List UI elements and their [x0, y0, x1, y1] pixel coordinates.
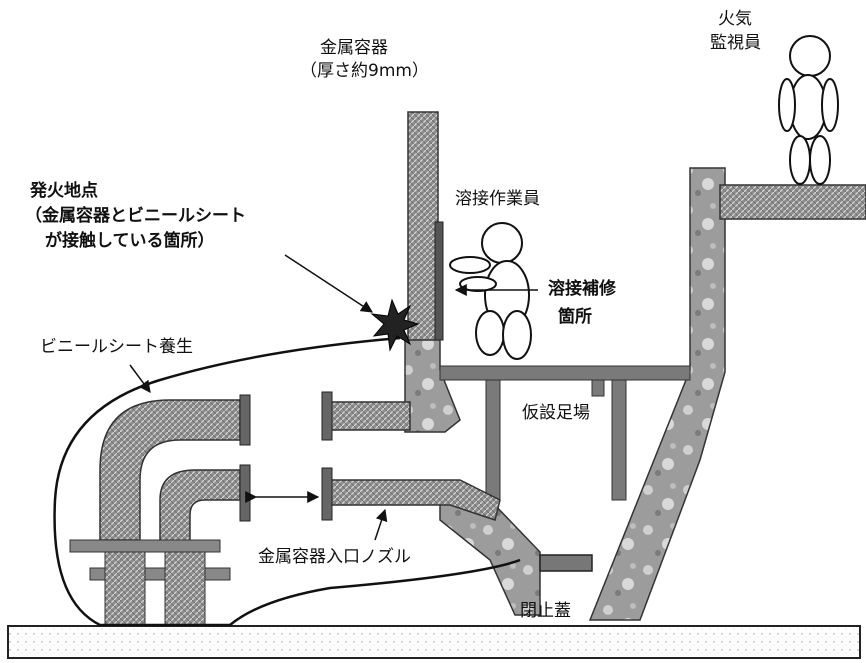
inner-elbow-flange	[239, 464, 251, 522]
inner-elbow-pipe	[159, 469, 241, 546]
scaffold-top-beam	[439, 365, 691, 381]
thickness-label: （厚さ約9mm）	[300, 61, 429, 81]
closing-lid	[539, 554, 593, 572]
welder-label: 溶接作業員	[455, 189, 540, 209]
scaffold-label: 仮設足場	[522, 403, 590, 423]
upper-deck	[719, 184, 866, 220]
inlet-nozzle-flange	[321, 467, 333, 521]
closing-lid-label: 閉止蓋	[520, 601, 571, 621]
vinyl-sheet-outline	[53, 336, 521, 627]
vinyl-sheet-label: ビニールシート養生	[40, 337, 193, 357]
upper-nozzle-pipe	[329, 401, 411, 431]
nozzle-label: 金属容器入口ノズル	[258, 547, 411, 567]
upper-nozzle-flange	[321, 391, 333, 441]
ignition-point-label: 発火地点	[30, 181, 98, 201]
ground-slab	[7, 625, 861, 659]
ignition-spark-icon	[370, 298, 420, 352]
nozzle-leader	[374, 508, 388, 541]
base-post-right	[164, 551, 206, 627]
scaffold-center-post	[591, 379, 605, 397]
ignition-desc-line2: が接触している箇所）	[45, 231, 215, 251]
fire-watcher-label-line1: 火気	[718, 9, 752, 29]
metal-vessel-right-wall	[588, 167, 726, 621]
metal-vessel-lower-left	[404, 339, 461, 433]
fire-watcher-figure	[778, 35, 839, 185]
outer-elbow-flange	[239, 394, 251, 446]
welder-figure	[449, 222, 532, 360]
repair-label-line1: 溶接補修	[548, 279, 616, 299]
weld-repair-strip	[434, 221, 444, 341]
ignition-desc-line1: （金属容器とビニールシート	[25, 206, 246, 226]
base-post-left	[104, 551, 146, 627]
ignition-leader	[284, 254, 374, 313]
metal-vessel-wall	[407, 111, 439, 345]
vinyl-leader	[129, 364, 151, 393]
base-flange-top	[69, 539, 221, 553]
fire-watcher-label-line2: 監視員	[710, 33, 761, 53]
metal-vessel-label: 金属容器	[320, 38, 388, 58]
scaffold-left-leg	[485, 379, 501, 501]
outer-elbow-pipe	[99, 399, 241, 541]
scaffold-right-leg	[611, 379, 627, 501]
repair-label-line2: 箇所	[558, 307, 592, 327]
